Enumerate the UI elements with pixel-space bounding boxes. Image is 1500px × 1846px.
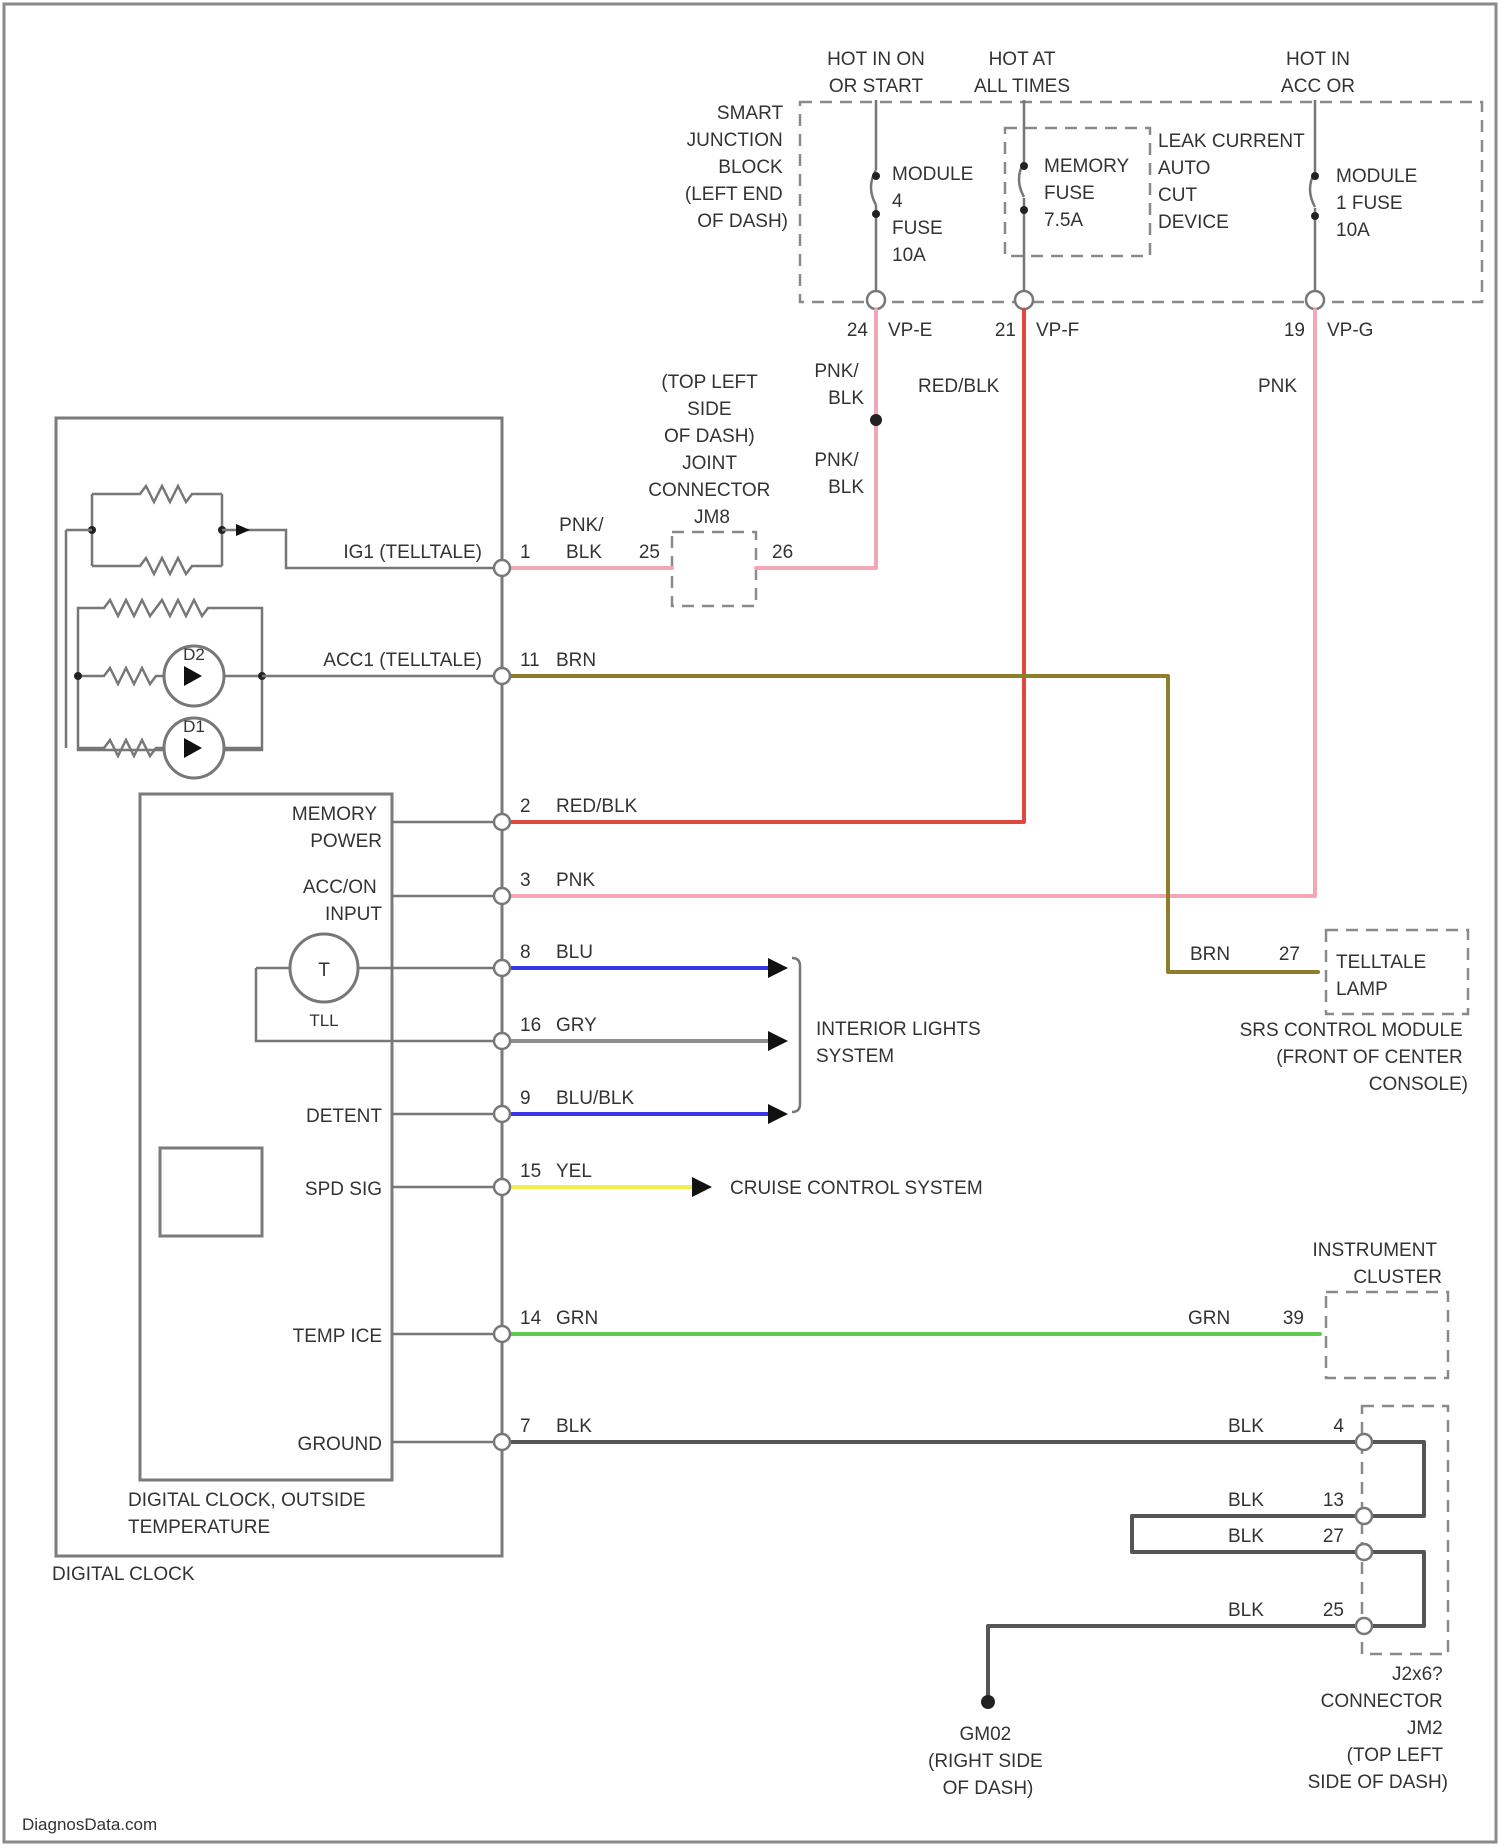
arrow-icon: [768, 1031, 788, 1051]
srs-device-label: TELLTALE LAMP: [1336, 952, 1431, 1000]
circuit-color-label: GRY: [556, 1015, 597, 1036]
circuit-color-label: BLU: [556, 942, 593, 963]
circuit-pin-label: 1: [520, 542, 531, 563]
srs-pin-label: 27: [1279, 944, 1300, 965]
circuit-pin-label: 11: [520, 650, 540, 671]
page-border: [4, 4, 1496, 1842]
joint-pin-25: 25: [639, 542, 660, 563]
ig1-label: IG1 (TELLTALE): [343, 542, 482, 563]
thermistor-symbol: T: [318, 960, 330, 981]
circuit-color-label: YEL: [556, 1161, 592, 1182]
circuit-pin-label: 2: [520, 796, 531, 817]
joint-wire-top-label: PNK/ BLK: [814, 361, 864, 409]
joint-wire-in-label: PNK/ BLK: [559, 515, 609, 563]
gnd-wire-4: BLK: [1228, 1600, 1264, 1621]
interior-lights-bracket: [792, 958, 800, 1112]
arrow-icon: [692, 1177, 712, 1197]
circuit-color-label: GRN: [556, 1308, 598, 1329]
digital-clock-outline: [56, 418, 502, 1556]
circuit-color-label: BLU/BLK: [556, 1088, 634, 1109]
ground-connector: BLK 4 BLK 13 BLK 27 BLK 25 J2x6? CONNECT…: [928, 1406, 1448, 1799]
cruise-control-label: CRUISE CONTROL SYSTEM: [730, 1178, 983, 1199]
fuse-module4-label: MODULE 4 FUSE 10A: [892, 164, 979, 266]
display-icon: [160, 1148, 262, 1236]
redblk-riser-label: RED/BLK: [918, 376, 1000, 397]
instrument-cluster-outline: [1326, 1292, 1448, 1378]
diode-b-label: D1: [183, 717, 205, 736]
fuse-memory-label: MEMORY FUSE 7.5A: [1044, 156, 1134, 231]
digital-clock-name: DIGITAL CLOCK: [52, 1564, 195, 1585]
pin-19-label: 19: [1284, 320, 1305, 341]
conn-vp-g-label: VP-G: [1327, 320, 1373, 341]
wires: [500, 310, 1424, 1709]
joint-pin-26: 26: [772, 542, 793, 563]
ground-label: GROUND: [298, 1434, 382, 1455]
detent-label: DETENT: [306, 1106, 382, 1127]
arrows: [692, 958, 788, 1197]
cluster-wire-label: GRN: [1188, 1308, 1230, 1329]
srs-wire-label: BRN: [1190, 944, 1230, 965]
acc1-label: ACC1 (TELLTALE): [323, 650, 482, 671]
gnd-wire-2: BLK: [1228, 1490, 1264, 1511]
ground-connector-label: J2x6? CONNECTOR JM2 (TOP LEFT SIDE OF DA…: [1308, 1664, 1448, 1793]
resistor-network-icon: D2 D1: [66, 486, 500, 778]
gnd-pin-1: 4: [1333, 1416, 1344, 1437]
interior-lights-label: INTERIOR LIGHTS SYSTEM: [816, 1019, 986, 1067]
digital-clock: D2 D1 T TLL IG1 (TELLTALE) AC: [52, 418, 510, 1585]
circuit-color-label: PNK: [556, 870, 595, 891]
inner-module-name: DIGITAL CLOCK, OUTSIDE TEMPERATURE: [128, 1490, 371, 1538]
circuit-pin-label: 16: [520, 1015, 541, 1036]
thermistor-label: TLL: [309, 1011, 338, 1030]
circuit-color-label: BLK: [556, 1416, 592, 1437]
gnd-wire-1: BLK: [1228, 1416, 1264, 1437]
thermistor-icon: T TLL: [256, 934, 500, 1041]
acc-input-label: ACC/ON INPUT: [303, 877, 383, 925]
watermark: DiagnosData.com: [22, 1815, 157, 1834]
circuit-pin-label: 14: [520, 1308, 542, 1329]
junction-block-label: SMART JUNCTION BLOCK (LEFT END OF DASH): [685, 103, 788, 232]
conn-vp-e-label: VP-E: [888, 320, 932, 341]
srs-module-label: SRS CONTROL MODULE (FRONT OF CENTER CONS…: [1240, 1020, 1468, 1095]
joint-wire-bottom-label: PNK/ BLK: [814, 450, 864, 498]
instrument-cluster-label: INSTRUMENT CLUSTER: [1313, 1240, 1443, 1288]
gnd-pin-2: 13: [1323, 1490, 1344, 1511]
leak-cut-label: LEAK CURRENT AUTO CUT DEVICE: [1158, 131, 1310, 233]
ground-point-icon: [981, 1695, 995, 1709]
diode-a-label: D2: [183, 645, 205, 664]
joint-connector-outline: [672, 532, 756, 606]
spd-sig-label: SPD SIG: [305, 1179, 382, 1200]
gnd-pin-4: 25: [1323, 1600, 1344, 1621]
cluster-pin-label: 39: [1283, 1308, 1304, 1329]
instrument-cluster: INSTRUMENT CLUSTER GRN 39: [1188, 1240, 1448, 1378]
joint-connector-label: (TOP LEFT SIDE OF DASH) JOINT CONNECTOR …: [648, 372, 775, 528]
conn-vp-f-label: VP-F: [1036, 320, 1079, 341]
pnk-riser-label: PNK: [1258, 376, 1297, 397]
memory-power-label: MEMORY POWER: [292, 804, 382, 852]
circuit-pin-label: 3: [520, 870, 531, 891]
circuit-pin-label: 7: [520, 1416, 531, 1437]
fuse-module1-label: MODULE 1 FUSE 10A: [1336, 166, 1423, 241]
temp-ice-label: TEMP ICE: [293, 1326, 382, 1347]
arrow-icon: [768, 958, 788, 978]
srs-module: BRN 27 TELLTALE LAMP SRS CONTROL MODULE …: [1190, 930, 1468, 1095]
ground-point-label: GM02 (RIGHT SIDE OF DASH): [928, 1724, 1048, 1799]
circuit-pin-label: 15: [520, 1161, 541, 1182]
pin-24-label: 24: [847, 320, 869, 341]
circuit-color-label: BRN: [556, 650, 596, 671]
pin-21-label: 21: [995, 320, 1016, 341]
circuit-color-label: RED/BLK: [556, 796, 638, 817]
gnd-pin-3: 27: [1323, 1526, 1344, 1547]
circuit-pin-label: 9: [520, 1088, 531, 1109]
gnd-wire-3: BLK: [1228, 1526, 1264, 1547]
arrow-icon: [768, 1104, 788, 1124]
circuit-pin-label: 8: [520, 942, 531, 963]
